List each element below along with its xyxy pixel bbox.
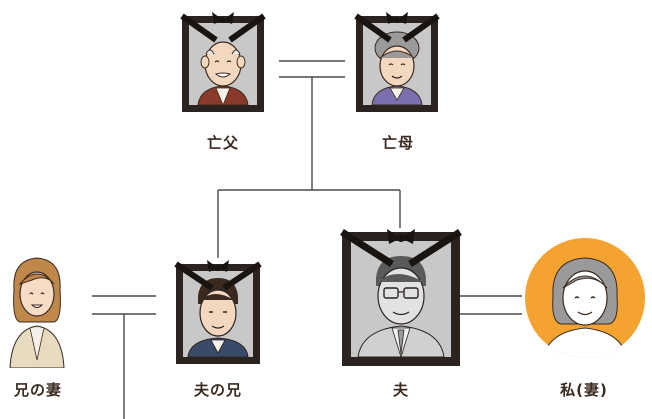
grandfather-portrait [180, 10, 266, 118]
husband-brother-label: 夫の兄 [193, 381, 242, 399]
me-figure [523, 236, 647, 364]
brother-wife-label: 兄の妻 [13, 381, 62, 399]
grandmother-label: 亡母 [381, 134, 414, 152]
me-label: 私(妻) [560, 381, 608, 399]
brother-wife-figure [2, 250, 72, 372]
husband-label: 夫 [392, 381, 409, 399]
husband-portrait [340, 226, 462, 372]
husband-brother-portrait [174, 258, 262, 370]
grandmother-portrait [354, 10, 440, 118]
grandfather-label: 亡父 [206, 134, 239, 152]
